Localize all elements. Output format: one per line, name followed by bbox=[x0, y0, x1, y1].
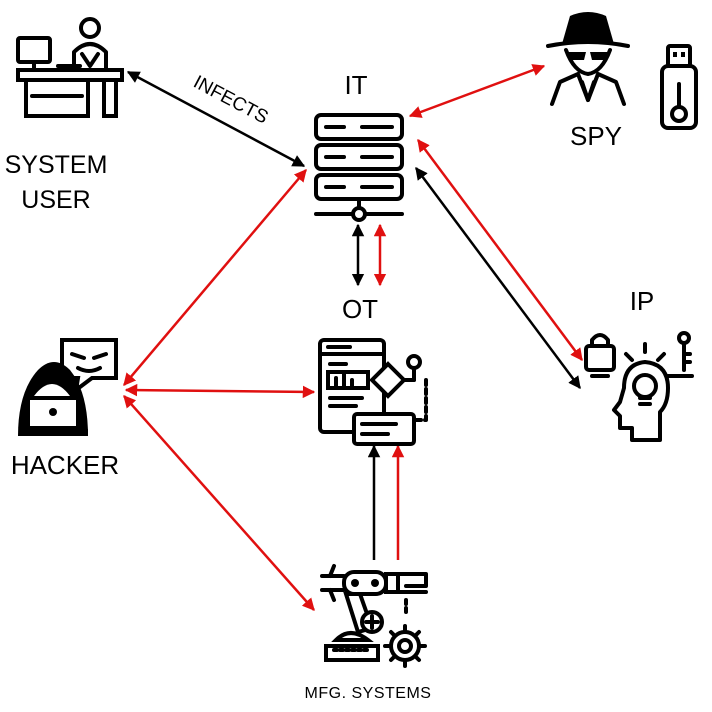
edge-hacker-ot bbox=[124, 383, 316, 399]
hacker-icon bbox=[18, 338, 118, 436]
system-user-node: SYSTEM USER bbox=[5, 17, 124, 214]
system-user-label-line2: USER bbox=[21, 186, 90, 214]
usb-drive-icon bbox=[660, 44, 698, 130]
server-rack-icon bbox=[314, 113, 404, 222]
edge-hacker-mfg bbox=[123, 395, 315, 611]
spy-icon bbox=[546, 12, 630, 106]
dashboard-flowchart-icon bbox=[318, 338, 428, 446]
edge-it-ip-red bbox=[416, 138, 584, 362]
spy-node: SPY bbox=[546, 12, 698, 151]
edge-it-ip-black bbox=[414, 166, 582, 390]
spy-label: SPY bbox=[570, 121, 622, 151]
edge-user-it bbox=[126, 70, 306, 168]
edge-infects-label: INFECTS bbox=[190, 72, 272, 129]
ip-label: IP bbox=[630, 286, 655, 316]
robot-arm-icon bbox=[320, 564, 428, 668]
ot-node: OT bbox=[318, 294, 428, 446]
mfg-node: MFG. SYSTEMS bbox=[305, 564, 432, 702]
ot-label: OT bbox=[342, 294, 378, 324]
it-label: IT bbox=[344, 70, 367, 100]
it-node: IT bbox=[314, 70, 404, 222]
edge-hacker-it bbox=[123, 169, 307, 386]
system-user-label-line1: SYSTEM bbox=[5, 151, 108, 179]
hacker-node: HACKER bbox=[11, 338, 119, 480]
office-worker-icon bbox=[16, 17, 124, 118]
mfg-label: MFG. SYSTEMS bbox=[305, 685, 432, 702]
edge-it-spy bbox=[408, 64, 546, 118]
intellectual-property-icon bbox=[584, 331, 694, 442]
hacker-label: HACKER bbox=[11, 450, 119, 480]
infects-label: INFECTS bbox=[190, 72, 272, 129]
ip-node: IP bbox=[584, 286, 694, 442]
